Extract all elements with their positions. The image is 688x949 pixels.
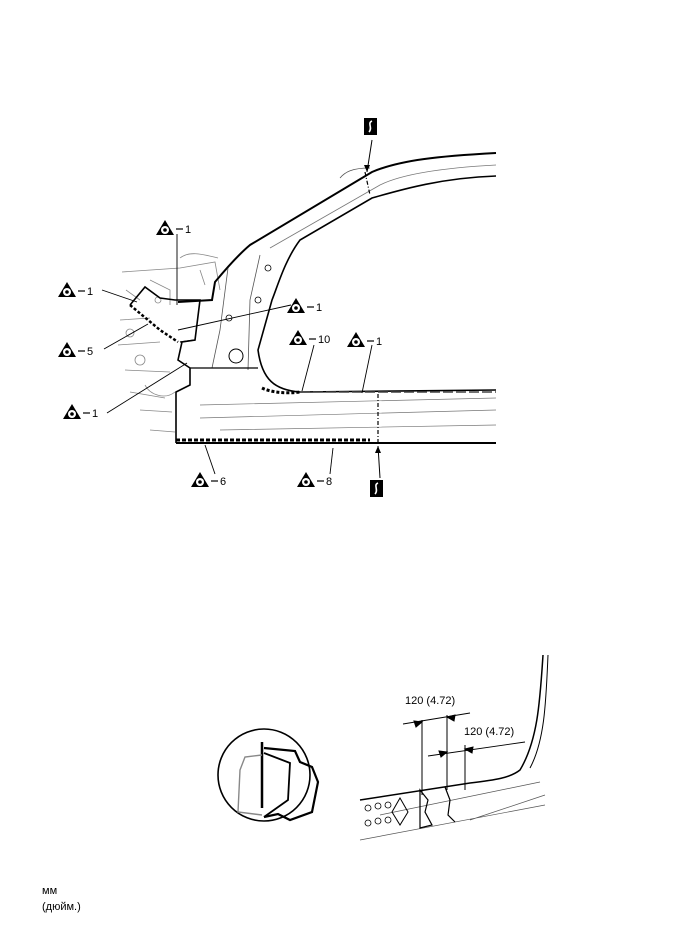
weld-count: 1 xyxy=(87,286,93,298)
weld-count: 1 xyxy=(185,224,191,236)
sill-joint-detail xyxy=(359,654,549,841)
spot-weld-icon xyxy=(58,342,76,357)
weld-callout: 1 xyxy=(156,220,191,236)
roof-rail-line xyxy=(269,164,497,249)
weld-callout: 1 xyxy=(287,298,322,314)
weld-count: 10 xyxy=(318,334,330,346)
spot-weld-icon xyxy=(191,472,209,487)
weld-count: 8 xyxy=(326,476,332,488)
weld-count: 1 xyxy=(316,302,322,314)
spot-weld-icon xyxy=(58,282,76,297)
dimension-label-1: 120 (4.72) xyxy=(405,695,455,707)
spot-weld-icon xyxy=(347,332,365,347)
leader-line xyxy=(106,362,188,414)
leader-line xyxy=(177,304,292,331)
spot-weld-icon xyxy=(297,472,315,487)
section-detail xyxy=(217,728,320,822)
cut-position-icon xyxy=(364,118,377,173)
leader-line xyxy=(103,323,149,350)
weld-count: 1 xyxy=(376,336,382,348)
cut-markers xyxy=(364,118,383,497)
weld-callout: 6 xyxy=(191,472,226,488)
leader-line xyxy=(301,344,315,392)
weld-count: 6 xyxy=(220,476,226,488)
spot-weld-icon xyxy=(63,404,81,419)
weld-count: 5 xyxy=(87,346,93,358)
weld-callout: 8 xyxy=(297,472,332,488)
weld-callouts: 1 1 1 5 10 1 1 6 8 xyxy=(58,220,382,488)
upper-body-view xyxy=(117,152,497,444)
units-secondary: (дюйм.) xyxy=(42,901,81,913)
leader-line xyxy=(361,344,373,394)
cut-position-icon xyxy=(370,445,383,497)
dimension-label-2: 120 (4.72) xyxy=(464,726,514,738)
spot-weld-icon xyxy=(289,330,307,345)
roof-rail-outer xyxy=(177,152,497,303)
weld-callout: 10 xyxy=(289,330,330,346)
weld-callout: 1 xyxy=(347,332,382,348)
weld-callout: 5 xyxy=(58,342,93,358)
leader-line xyxy=(101,289,138,303)
weld-count: 1 xyxy=(92,408,98,420)
callout-leaders xyxy=(101,234,373,475)
spot-weld-icon xyxy=(287,298,305,313)
roof-rail-inner xyxy=(257,175,497,393)
background-structure xyxy=(117,253,221,433)
leader-line xyxy=(329,447,334,475)
cut-line-roof xyxy=(364,171,371,196)
leader-line xyxy=(204,444,216,475)
units-primary: мм xyxy=(42,885,58,897)
weld-callout: 1 xyxy=(63,404,98,420)
weld-callout: 1 xyxy=(58,282,93,298)
spot-weld-icon xyxy=(156,220,174,235)
